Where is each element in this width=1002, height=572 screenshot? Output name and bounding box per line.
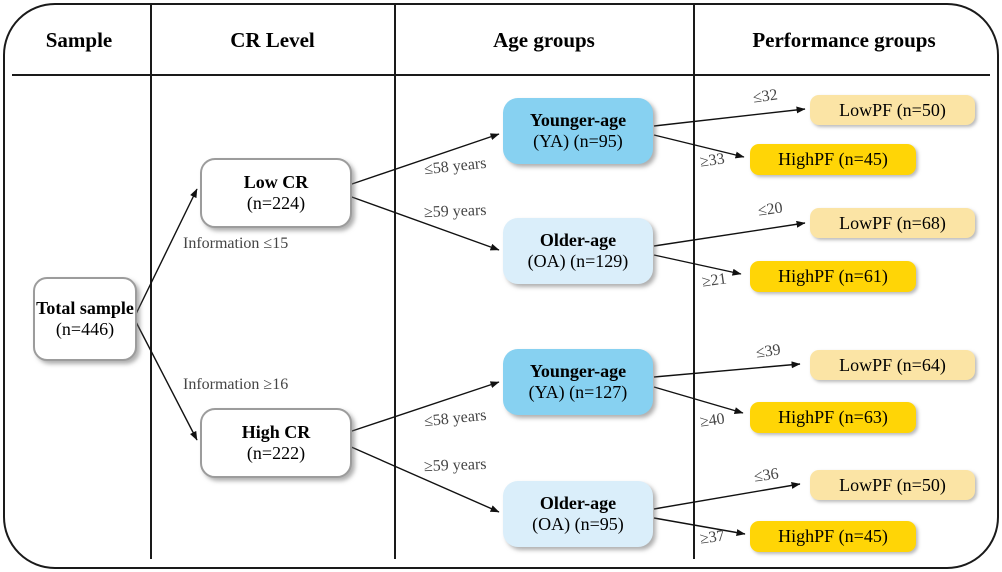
- edge-label-threshold-le39: ≤39: [754, 341, 782, 362]
- column-header-sample: Sample: [45, 28, 113, 52]
- high-cr-count: (n=222): [246, 443, 306, 463]
- ya-highcr-title: Younger-age: [529, 360, 627, 381]
- node-older-age-highcr: Older-age (OA) (n=95): [503, 481, 653, 547]
- column-header-cr-level: CR Level: [230, 28, 315, 52]
- node-lowpf-ya-lowcr: LowPF (n=50): [810, 95, 975, 125]
- high-cr-title: High CR: [241, 421, 311, 442]
- node-total-sample: Total sample (n=446): [33, 277, 137, 361]
- edge-label-threshold-le36: ≤36: [752, 465, 780, 486]
- ya-lowcr-title: Younger-age: [529, 109, 627, 130]
- oa-lowcr-title: Older-age: [539, 229, 617, 250]
- ya-highcr-count: (YA) (n=127): [528, 382, 628, 402]
- node-highpf-ya-lowcr: HighPF (n=45): [750, 144, 916, 175]
- edge-label-information-high: Information ≥16: [183, 376, 289, 393]
- column-header-performance: Performance groups: [752, 28, 936, 52]
- edge-label-threshold-ge40: ≥40: [698, 410, 726, 431]
- node-highpf-ya-highcr: HighPF (n=63): [750, 402, 916, 433]
- node-high-cr: High CR (n=222): [200, 408, 352, 478]
- total-sample-count: (n=446): [55, 319, 115, 339]
- edge-label-older-cutoff-highcr: ≥59 years: [423, 455, 487, 476]
- node-lowpf-ya-highcr: LowPF (n=64): [810, 350, 975, 380]
- oa-lowcr-count: (OA) (n=129): [527, 251, 629, 271]
- node-highpf-oa-lowcr: HighPF (n=61): [750, 261, 916, 292]
- edge-label-threshold-le32: ≤32: [751, 86, 779, 107]
- low-cr-count: (n=224): [246, 193, 306, 213]
- node-highpf-oa-highcr: HighPF (n=45): [750, 521, 916, 552]
- edge-label-older-cutoff-lowcr: ≥59 years: [423, 201, 487, 222]
- total-sample-title: Total sample: [36, 297, 134, 318]
- header-divider: [12, 74, 990, 76]
- node-younger-age-highcr: Younger-age (YA) (n=127): [503, 349, 653, 415]
- edge-label-threshold-ge37: ≥37: [698, 527, 726, 548]
- column-header-age-groups: Age groups: [493, 28, 595, 52]
- edge-label-information-low: Information ≤15: [183, 235, 289, 252]
- ya-lowcr-count: (YA) (n=95): [533, 131, 623, 151]
- oa-highcr-count: (OA) (n=95): [532, 514, 624, 534]
- outer-frame: [3, 3, 999, 569]
- column-divider-2: [394, 5, 396, 559]
- oa-highcr-title: Older-age: [539, 492, 617, 513]
- low-cr-title: Low CR: [243, 171, 309, 192]
- column-divider-3: [693, 5, 695, 559]
- node-low-cr: Low CR (n=224): [200, 158, 352, 228]
- column-divider-1: [150, 5, 152, 559]
- edge-label-threshold-ge33: ≥33: [698, 150, 726, 171]
- node-younger-age-lowcr: Younger-age (YA) (n=95): [503, 98, 653, 164]
- edge-label-threshold-ge21: ≥21: [700, 270, 728, 291]
- node-older-age-lowcr: Older-age (OA) (n=129): [503, 218, 653, 284]
- edge-label-threshold-le20: ≤20: [756, 199, 784, 220]
- node-lowpf-oa-highcr: LowPF (n=50): [810, 470, 975, 500]
- node-lowpf-oa-lowcr: LowPF (n=68): [810, 208, 975, 238]
